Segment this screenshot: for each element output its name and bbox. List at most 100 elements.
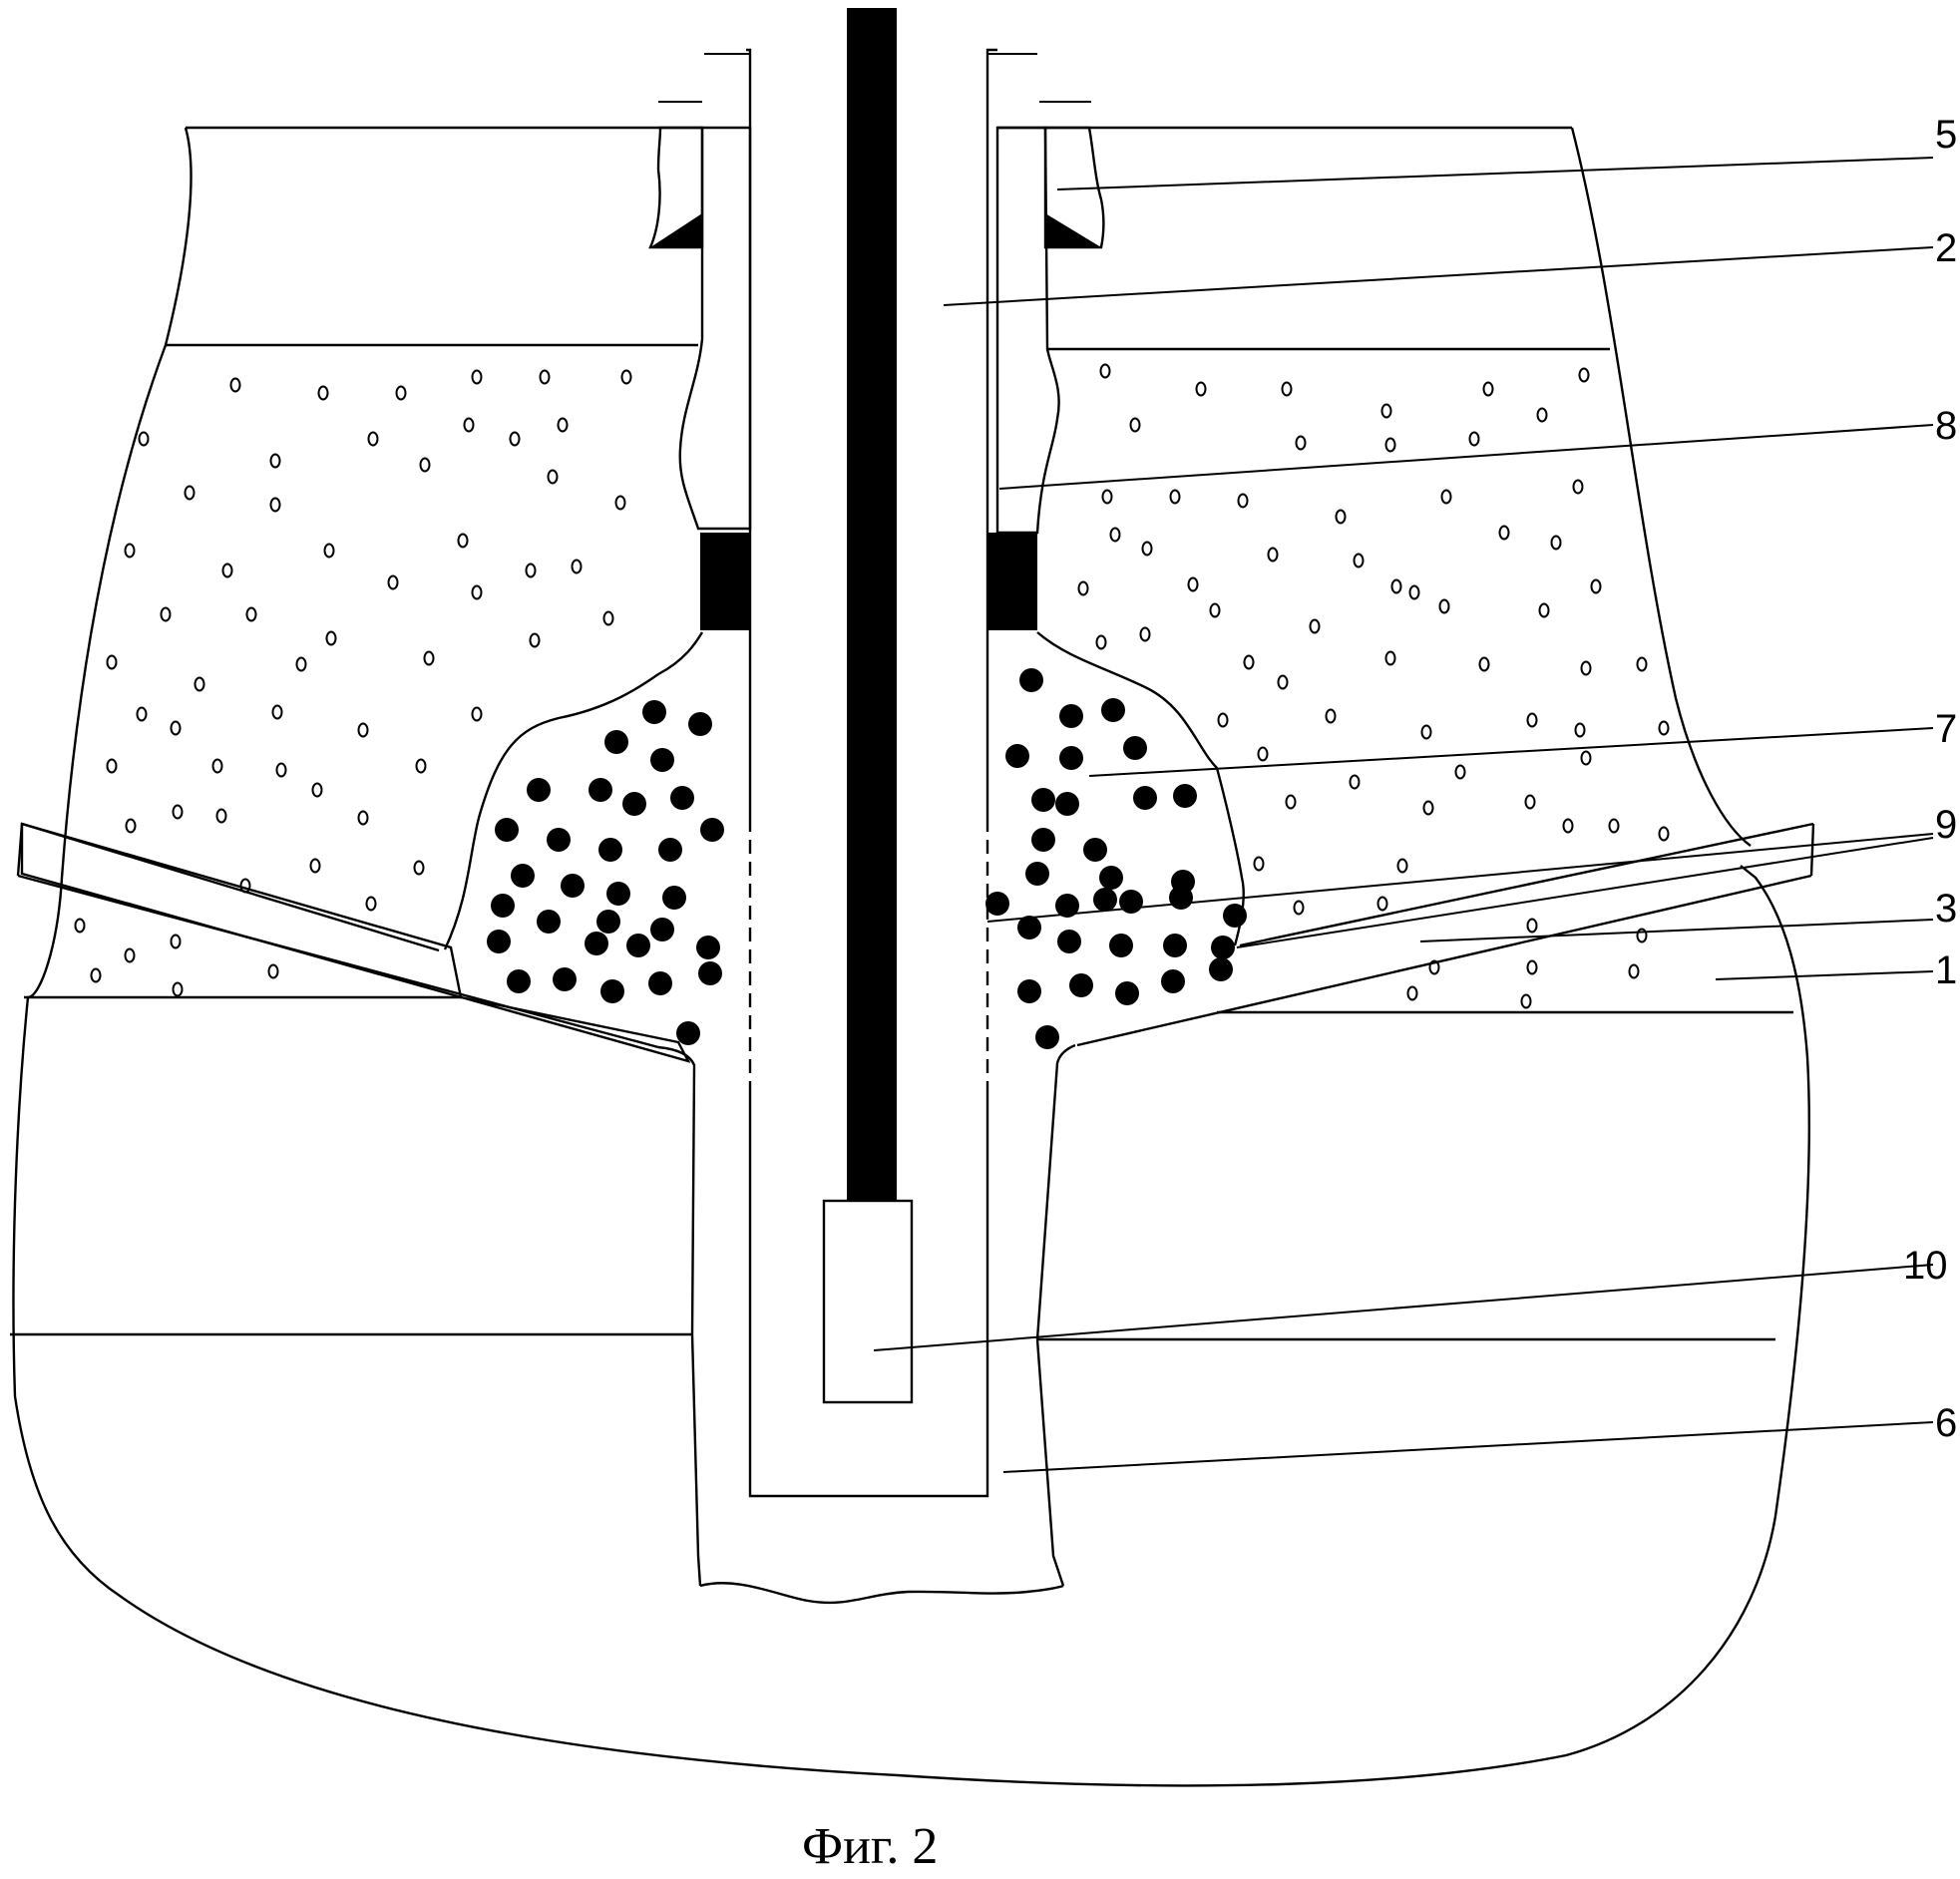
open-hole-wall-right — [1035, 1338, 1065, 1587]
proppant-granule — [1025, 862, 1049, 886]
pore-dot — [509, 431, 521, 447]
pore-dot — [317, 385, 329, 401]
pore-dot — [184, 485, 196, 501]
proppant-granule — [648, 971, 672, 995]
pore-dot — [1293, 900, 1305, 916]
pore-dot — [124, 543, 136, 559]
pore-dot — [1257, 746, 1269, 762]
pore-dot — [275, 762, 287, 778]
proppant-granule — [1019, 668, 1043, 692]
pore-dot — [395, 385, 407, 401]
formation-outline-left — [12, 126, 1810, 1787]
pore-dot — [1550, 535, 1562, 551]
proppant-granule — [495, 818, 519, 842]
pore-dot — [525, 563, 537, 578]
open-hole-wall-left — [690, 1333, 702, 1587]
pore-dot — [457, 533, 469, 549]
proppant-granule — [511, 864, 535, 888]
pore-dot — [357, 722, 369, 738]
proppant-granule — [1209, 957, 1233, 981]
proppant-granule — [658, 838, 682, 862]
pore-dot — [221, 563, 233, 578]
pore-dot — [194, 676, 205, 692]
pore-dot — [1209, 602, 1221, 618]
leader-8 — [998, 424, 1934, 490]
pore-dot — [1187, 576, 1199, 592]
pore-dot — [1353, 553, 1365, 568]
proppant-granule — [1083, 838, 1107, 862]
downhole-tool — [822, 1199, 914, 1404]
pore-dot — [295, 656, 307, 672]
proppant-granule — [606, 882, 630, 906]
proppant-granule — [1101, 698, 1125, 722]
proppant-granule — [596, 910, 620, 934]
pore-dot — [413, 860, 425, 876]
pore-dot — [136, 706, 148, 722]
proppant-granule — [487, 930, 511, 953]
pore-dot — [1325, 708, 1337, 724]
seal-left — [700, 533, 750, 630]
pore-dot — [1285, 794, 1297, 810]
callout-9: 9 — [1935, 803, 1957, 847]
pore-dot — [1526, 959, 1538, 975]
pore-dot — [1253, 856, 1265, 872]
pore-dot — [1101, 489, 1113, 505]
proppant-granules — [487, 668, 1247, 1049]
fracture-left-lower — [17, 874, 659, 1049]
pore-dot — [539, 369, 551, 385]
proppant-granule — [700, 818, 724, 842]
pore-dot — [1478, 656, 1490, 672]
pore-dot — [1406, 985, 1418, 1001]
proppant-granule — [650, 748, 674, 772]
proppant-granule — [696, 936, 720, 959]
pore-dot — [419, 457, 431, 473]
proppant-granule — [588, 778, 612, 802]
leader-10 — [873, 1264, 1934, 1351]
proppant-granule — [491, 894, 515, 918]
packer-wedge-right — [1045, 213, 1101, 247]
pore-dot — [1309, 618, 1321, 634]
fracture-left-upper — [21, 822, 440, 952]
proppant-granule — [561, 874, 585, 898]
proppant-granule — [650, 918, 674, 941]
pore-dot — [1536, 407, 1548, 423]
pore-dot — [172, 804, 184, 820]
pore-dot — [1295, 435, 1307, 451]
pore-dot — [1420, 724, 1432, 740]
pore-dot — [106, 654, 118, 670]
proppant-granule — [527, 778, 551, 802]
pore-dot — [1468, 431, 1480, 447]
pore-dot — [1428, 959, 1440, 975]
pore-dot — [620, 369, 632, 385]
pore-dot — [1349, 774, 1361, 790]
pore-dot — [170, 934, 182, 949]
leader-lines — [873, 157, 1934, 1473]
pore-dot — [1408, 584, 1420, 600]
pore-dot — [1578, 367, 1590, 383]
pore-dot — [1526, 712, 1538, 728]
pore-dot — [1454, 764, 1466, 780]
proppant-granule — [1017, 979, 1041, 1003]
proppant-granule — [1099, 866, 1123, 890]
pore-dot — [1526, 918, 1538, 934]
leader-6 — [1002, 1421, 1934, 1473]
leader-2 — [943, 246, 1934, 306]
pore-dot — [1658, 720, 1670, 736]
callout-7: 7 — [1935, 707, 1957, 751]
proppant-granule — [1031, 788, 1055, 812]
pore-dot — [138, 431, 150, 447]
pore-dot — [172, 981, 184, 997]
pore-dot — [215, 808, 227, 824]
pore-dot — [1376, 896, 1388, 912]
pore-dot — [529, 632, 541, 648]
proppant-granule — [1031, 828, 1055, 852]
pore-dot — [1169, 489, 1181, 505]
proppant-granule — [1223, 904, 1247, 928]
tubing-string — [847, 8, 897, 1203]
figure-caption: Фиг. 2 — [802, 1818, 938, 1875]
pore-dot — [106, 758, 118, 774]
pore-dot — [1390, 578, 1402, 594]
leader-9a — [986, 833, 1934, 923]
callout-6: 6 — [1935, 1401, 1957, 1445]
pore-dot — [1335, 509, 1347, 525]
